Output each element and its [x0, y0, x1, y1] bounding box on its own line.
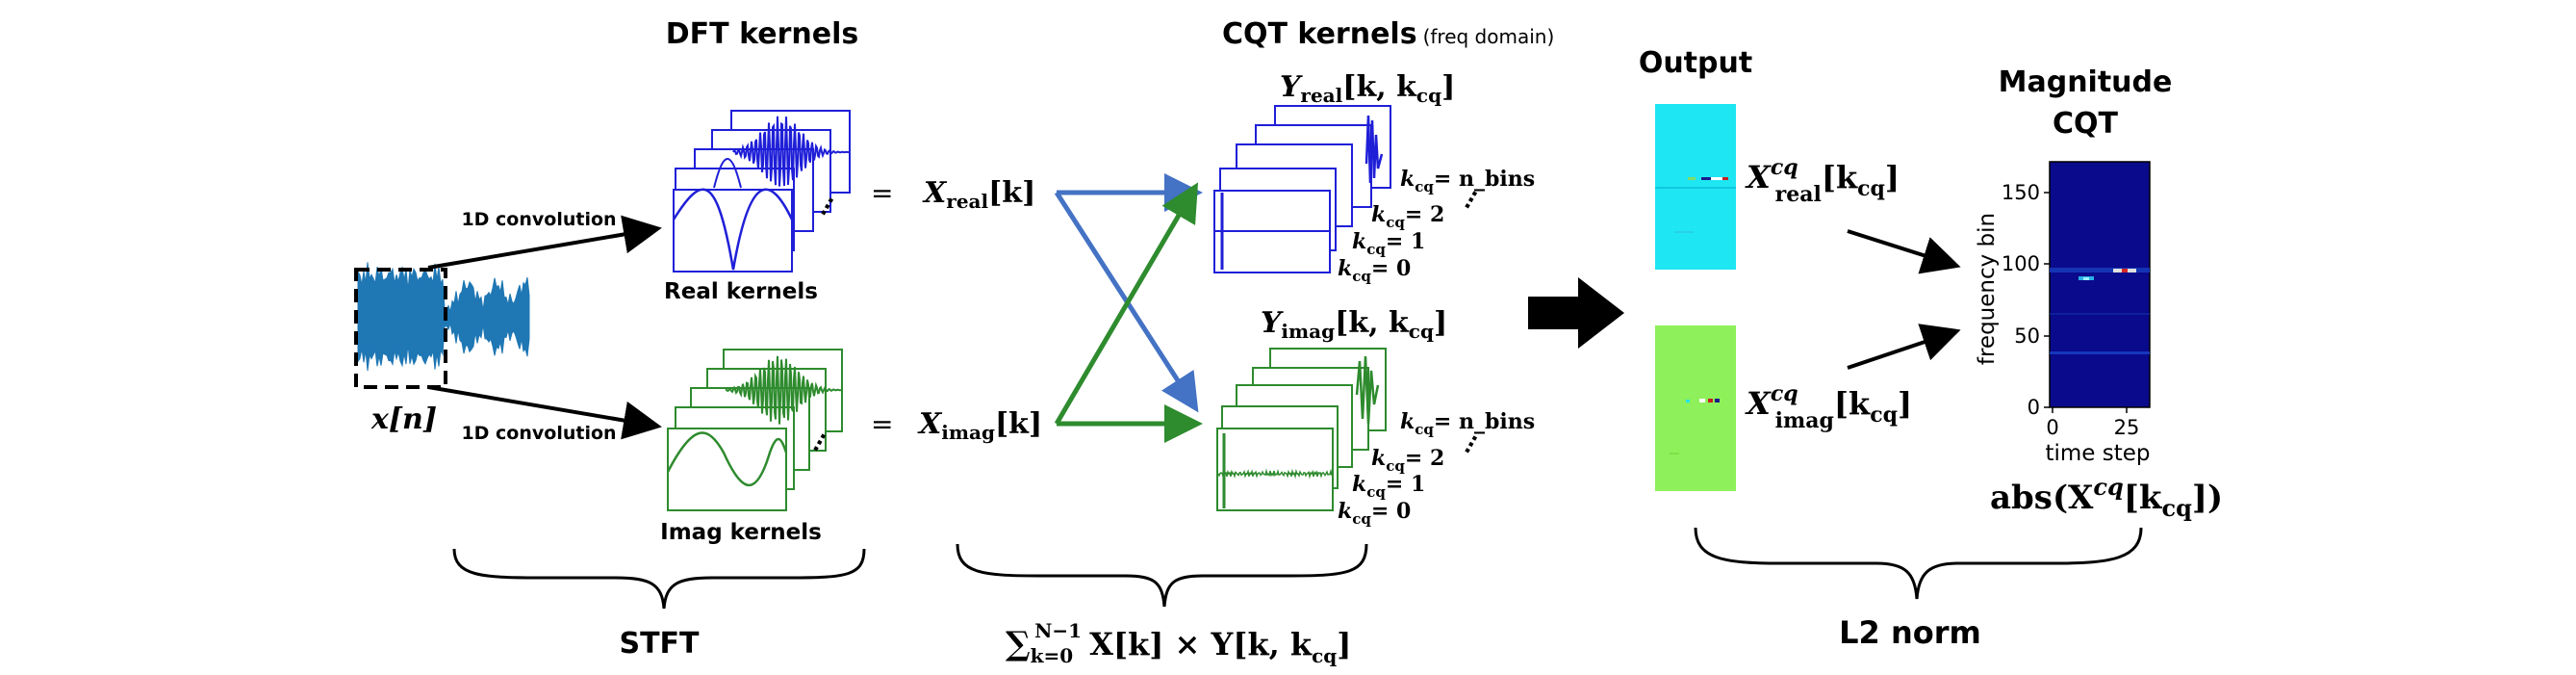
stft-label: STFT: [619, 627, 700, 661]
cqt-real-stack: [1213, 105, 1391, 273]
magnitude-plot: 0 50 100 150 0 25 time step frequency bi…: [1975, 161, 2151, 466]
magnitude-heading: Magnitude: [1999, 65, 2173, 99]
svg-text:kcq= 0: kcq= 0: [1338, 499, 1411, 528]
equals-top: =: [871, 177, 893, 209]
arrow-real-to-magnitude: [1847, 229, 1961, 274]
stft-brace: [452, 548, 866, 610]
svg-text:kcq= 1: kcq= 1: [1352, 229, 1425, 258]
conv-label-top: 1D convolution: [461, 209, 616, 230]
cqt-imag-index-labels: kcq= n_bins kcq= 2 kcq= 1 kcq= 0: [1338, 409, 1535, 528]
magnitude-heatmap: [2049, 161, 2151, 408]
real-kernel-wave-back: [732, 116, 850, 187]
real-kernel-wave-front: [672, 188, 794, 271]
svg-text:kcq= 2: kcq= 2: [1371, 446, 1444, 475]
x-axis-label: time step: [2045, 441, 2150, 466]
equals-bottom: =: [871, 408, 893, 440]
cqt-real-peak: [1365, 115, 1384, 184]
sum-brace: [956, 543, 1368, 608]
big-right-arrow: [1528, 277, 1624, 349]
heatmap-features: [2050, 268, 2150, 354]
cqt-kernels-heading: CQT kernels(freq domain): [1222, 17, 1554, 51]
output-real-features: [1655, 177, 1736, 233]
svg-text:kcq= n_bins: kcq= n_bins: [1400, 409, 1535, 438]
y-ticks: [2044, 192, 2050, 408]
cqt-imag-baseline: [1217, 468, 1333, 480]
y-tick-label: 0: [2028, 396, 2040, 419]
cqt-imag-peak: [1355, 355, 1380, 425]
y-tick-label: 50: [2014, 325, 2040, 348]
abs-formula: abs(Xcq[kcq]): [1990, 473, 2223, 522]
x-ticks: [2052, 407, 2128, 413]
x-tick-label: 0: [2046, 416, 2058, 439]
y-tick-label: 100: [2002, 252, 2040, 275]
svg-text:kcq= 1: kcq= 1: [1352, 472, 1425, 501]
y-imag-label: Yimag[k, kcq]: [1261, 306, 1447, 343]
y-axis-label: frequency bin: [1975, 213, 2000, 365]
real-kernels-label: Real kernels: [664, 279, 818, 304]
arrow-real-to-real: [1054, 191, 1199, 413]
l2-brace: [1694, 527, 2143, 600]
imag-kernel-wave-back: [725, 355, 842, 425]
magnitude-heading-cqt: CQT: [2053, 107, 2119, 141]
dft-kernels-heading: DFT kernels: [666, 17, 858, 51]
arrow-imag-to-magnitude: [1847, 324, 1961, 370]
output-imag-image: [1655, 325, 1736, 491]
x-tick-label: 25: [2114, 416, 2140, 439]
l2-norm-label: L2 norm: [1839, 614, 1981, 651]
output-heading: Output: [1639, 46, 1752, 80]
conv-arrow-bottom: [427, 385, 662, 440]
y-real-label: Yreal[k, kcq]: [1280, 70, 1455, 107]
conv-arrow-top: [427, 215, 662, 270]
imag-kernels-label: Imag kernels: [660, 520, 822, 545]
cqt-imag-stack: [1216, 348, 1387, 511]
conv-label-bottom: 1D convolution: [461, 423, 616, 444]
x-imag-spectrum: Ximag[k]: [917, 407, 1042, 444]
x-real-spectrum: Xreal[k]: [922, 176, 1035, 213]
input-selection-box: [354, 268, 447, 389]
imag-kernel-wave-front: [666, 431, 788, 487]
y-tick-label: 150: [2002, 181, 2040, 204]
output-imag-features: [1670, 399, 1720, 454]
svg-text:kcq= 2: kcq= 2: [1371, 202, 1444, 231]
cqt-real-index-labels: kcq= n_bins kcq= 2 kcq= 1 kcq= 0: [1338, 167, 1535, 285]
real-kernel-wave-mid: [713, 158, 742, 189]
input-signal-label: x[n]: [370, 402, 437, 436]
svg-text:kcq= 0: kcq= 0: [1338, 256, 1411, 285]
arrow-imag-to-real: [1054, 182, 1199, 426]
svg-text:kcq= n_bins: kcq= n_bins: [1400, 167, 1535, 195]
